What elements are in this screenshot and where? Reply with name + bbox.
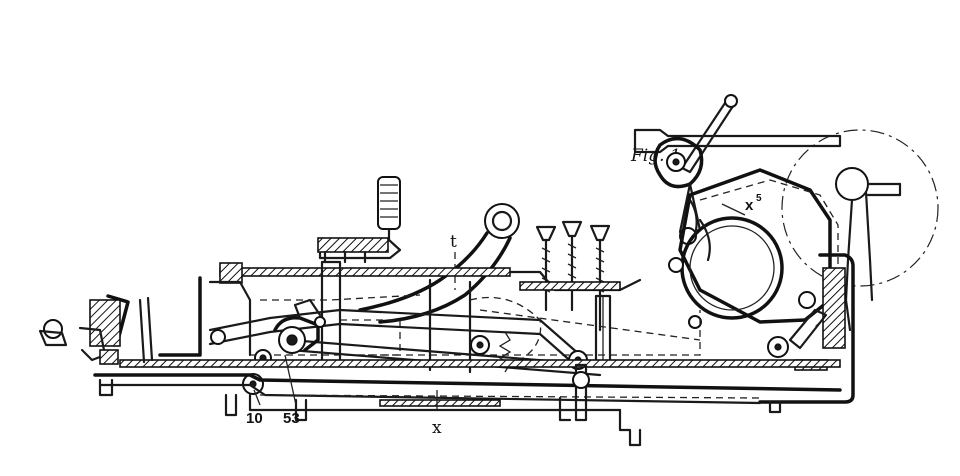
feed-knob-icon — [43, 319, 63, 339]
right-end-frame — [758, 253, 855, 404]
label-10: 10 — [246, 410, 263, 427]
curved-arm — [358, 203, 520, 324]
label-x: x — [432, 418, 442, 438]
crank-handle — [317, 176, 402, 264]
top-bracket — [633, 128, 902, 332]
screw-2 — [561, 220, 583, 312]
screw-3 — [589, 224, 611, 332]
top-plate — [219, 262, 642, 292]
vertical-post — [572, 363, 590, 422]
label-x5: x — [745, 197, 754, 214]
left-feed-assembly — [38, 294, 154, 397]
label-53: 53 — [283, 410, 300, 427]
spool-drum — [680, 216, 784, 320]
label-t: t — [450, 232, 457, 252]
main-housing — [158, 260, 701, 374]
base-plate — [93, 359, 842, 447]
label-x5-superscript: 5 — [756, 193, 762, 204]
reel-outline-circle — [781, 129, 939, 287]
screw-1 — [535, 225, 557, 312]
adjusting-screws — [535, 220, 611, 332]
